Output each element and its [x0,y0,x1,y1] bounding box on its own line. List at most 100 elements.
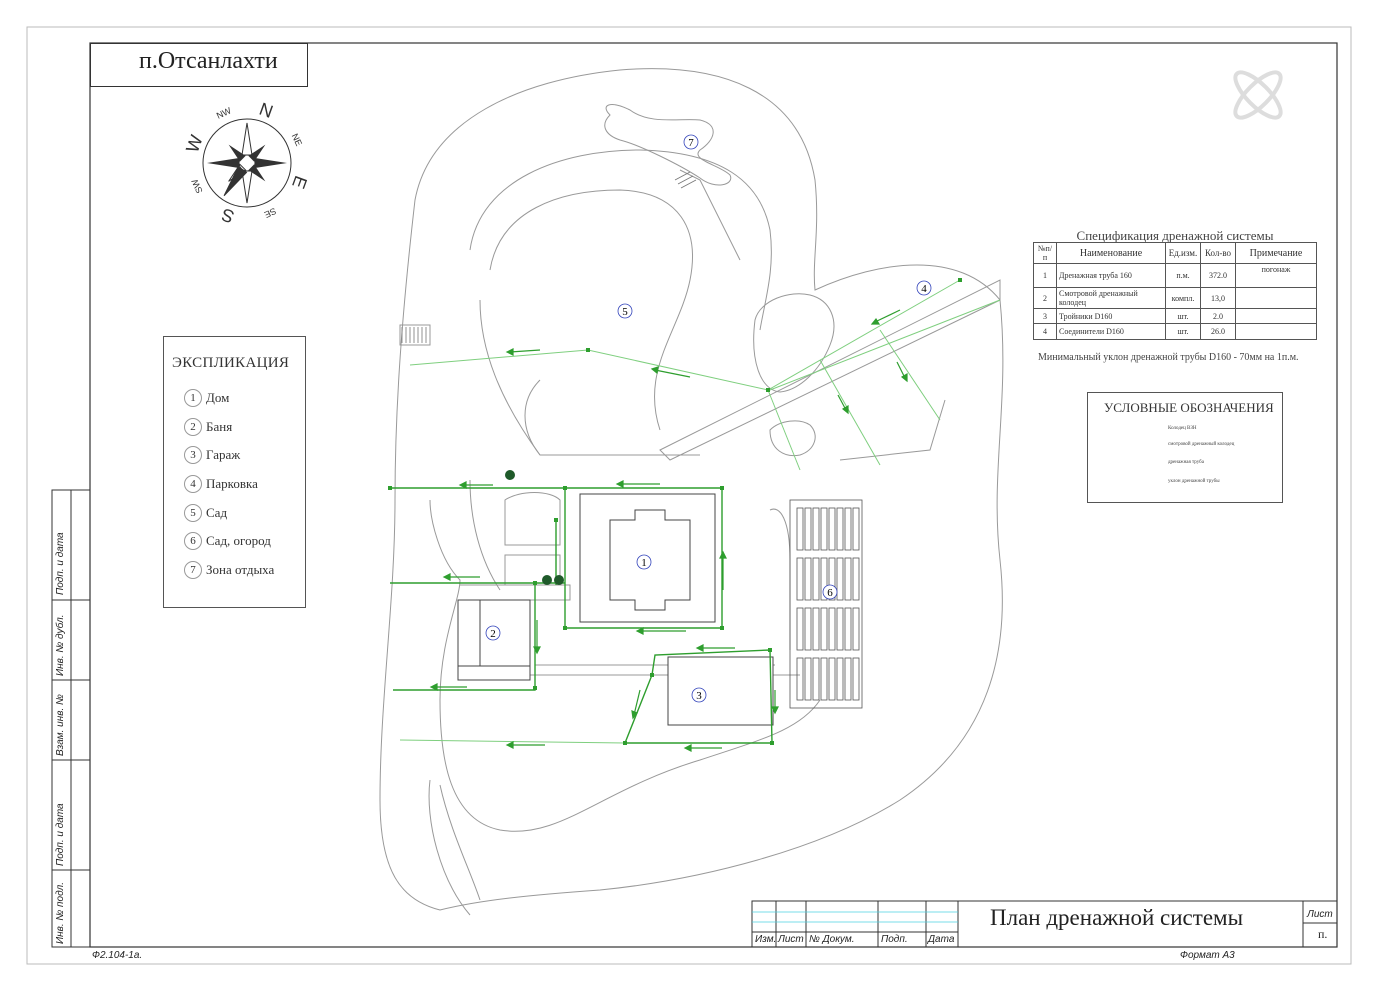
area-5: 5 [617,303,633,319]
garden-beds [789,499,863,709]
spec-note: Минимальный уклон дренажной трубы D160 -… [1038,352,1299,363]
compass-rose-icon: S SW W NW N NE E SE [182,99,311,227]
garden-bed [804,557,812,601]
garden-bed [852,507,860,551]
stamp-col-label: № Докум. [809,934,855,945]
spec-title: Спецификация дренажной системы [1076,228,1274,243]
garden-bed [796,607,804,651]
side-label: Взам. инв. № [55,694,66,756]
table-row: 1 Дренажная труба 160 п.м. 372.0 погонаж [1033,263,1317,288]
garden-bed [828,557,836,601]
svg-text:1: 1 [641,557,647,569]
water-wells [505,470,564,585]
drawing-title: План дренажной системы [990,905,1244,930]
legend-title: ЭКСПЛИКАЦИЯ [172,355,290,371]
garden-bed [804,657,812,701]
area-6: 6 [822,584,838,600]
svg-text:NE: NE [290,132,304,148]
garden-bed [852,657,860,701]
stamp-col-label: Лист [778,934,804,945]
svg-text:E: E [288,173,311,191]
svg-text:5: 5 [622,306,628,318]
svg-text:NW: NW [215,105,233,121]
garden-bed [812,657,820,701]
area-1: 1 [636,554,652,570]
table-row: 3 Тройники D160 шт. 2.0 [1033,308,1317,324]
svg-text:W: W [182,132,207,155]
side-label: Инв. № дубл. [55,614,66,677]
place-title: п.Отсанлахти [90,43,308,87]
garden-bed [812,557,820,601]
condition-label: смотровой дренажный колодец [1168,442,1235,447]
site-outline [379,68,1004,916]
condition-label: дренажная труба [1168,460,1204,465]
inspection-wells [388,278,962,745]
area-numbers: 1 2 3 4 5 6 7 [485,134,932,703]
svg-text:SW: SW [189,177,204,195]
title-block-grid [751,900,1338,948]
stairs [401,171,697,343]
form-code: Ф2.104-1а. [92,950,143,961]
svg-text:2: 2 [490,628,496,640]
side-strip [51,489,91,948]
condition-label: Колодец ВЗН [1168,426,1197,431]
garden-bed [820,507,828,551]
garden-bed [828,507,836,551]
area-7: 7 [683,134,699,150]
logo-text: МЕЛИУС [1220,121,1296,140]
stamp-col-label: Дата [928,934,955,945]
garage-outline [667,656,774,726]
garden-bed [836,657,844,701]
svg-text:6: 6 [827,587,833,599]
garden-bed [836,507,844,551]
side-label: Инв. № подл. [55,881,66,944]
stamp-col-label: Изм. [755,934,777,945]
svg-text:S: S [219,204,237,227]
svg-text:3: 3 [696,690,702,702]
spec-header-row: №п/п Наименование Ед.изм. Кол-во Примеча… [1033,242,1317,264]
sheet-value: п. [1318,927,1328,941]
slope-arrows [429,309,908,752]
garden-bed [852,557,860,601]
garden-bed [796,507,804,551]
garden-bed [820,657,828,701]
svg-text:7: 7 [688,137,694,149]
garden-bed [828,607,836,651]
garden-bed [820,607,828,651]
garden-bed [804,507,812,551]
company-logo: МЕЛИУС [1209,61,1307,153]
logo-mark [1233,70,1283,120]
svg-text:4: 4 [921,283,927,295]
table-row: 2 Смотровой дренажный колодец компл. 13,… [1033,287,1317,309]
condition-label: уклон дренажной трубы [1168,479,1220,484]
garden-bed [820,557,828,601]
format-label: Формат А3 [1180,950,1235,961]
stamp-col-label: Подп. [881,934,908,945]
garden-bed [844,507,852,551]
side-label: Подп. и дата [55,803,66,866]
garden-bed [836,557,844,601]
garden-bed [852,607,860,651]
garden-bed [828,657,836,701]
side-label: Подп. и дата [55,532,66,595]
area-2: 2 [485,625,501,641]
title-block-thin-lines [752,911,958,923]
garden-bed [844,557,852,601]
conditions-title: УСЛОВНЫЕ ОБОЗНАЧЕНИЯ [1104,400,1274,415]
spec-table: №п/п Наименование Ед.изм. Кол-во Примеча… [1033,242,1317,340]
garden-bed [812,507,820,551]
garden-bed [796,557,804,601]
table-row: 4 Соединители D160 шт. 26.0 [1033,323,1317,340]
garden-bed [796,657,804,701]
outer-border [26,26,1352,965]
